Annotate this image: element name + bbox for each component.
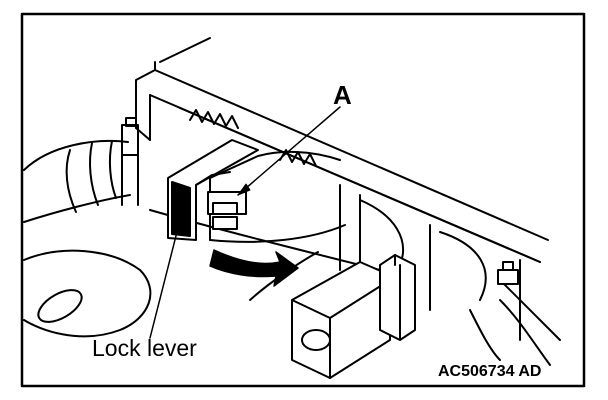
lower-block	[249, 251, 391, 379]
wire-harness-right	[469, 261, 561, 366]
figure-frame	[20, 12, 586, 388]
wire-harness-left	[23, 139, 152, 338]
lock-lever-label: Lock lever	[92, 335, 197, 361]
release-arrow-icon	[209, 249, 299, 287]
left-lock-tab	[121, 117, 139, 206]
figure-code-label: AC506734 AD	[438, 363, 542, 380]
leader-line-a	[237, 106, 341, 196]
callout-a-label: A	[333, 80, 352, 110]
lock-lever	[167, 139, 346, 243]
leader-line-lock-lever	[149, 227, 179, 339]
middle-tab	[379, 254, 416, 341]
